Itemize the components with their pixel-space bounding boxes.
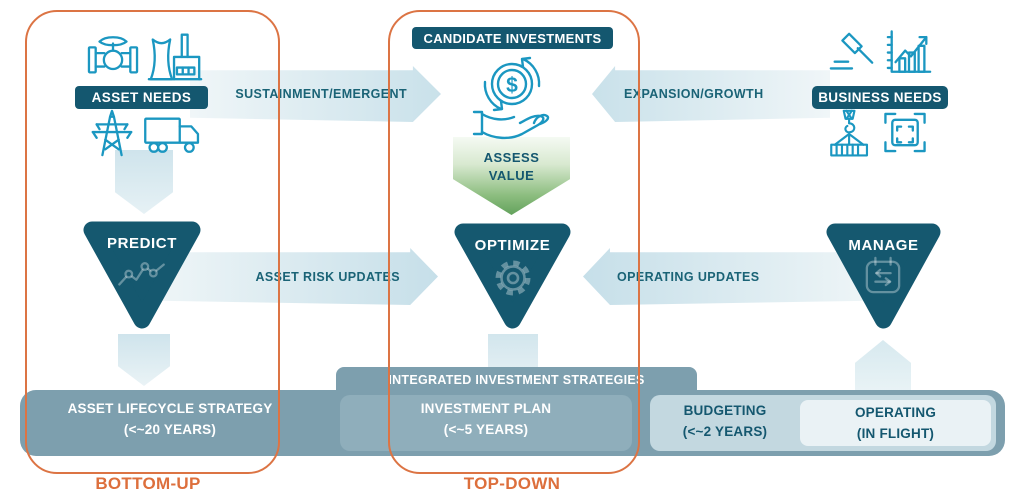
assess-line1: ASSESS: [483, 150, 540, 165]
funnel-triangle: [826, 223, 941, 329]
truck-icon: [144, 117, 200, 153]
integrated-strategies-label: INTEGRATED INVESTMENT STRATEGIES: [388, 373, 645, 387]
segment-line2: (<~2 YEARS): [682, 424, 768, 439]
trend-line-icon: [118, 262, 165, 286]
gear-icon: [495, 260, 531, 296]
growth-chart-icon: [886, 30, 932, 73]
operating-box: [800, 400, 991, 446]
segment-line1: BUDGETING: [683, 403, 767, 418]
gavel-icon: [829, 32, 874, 70]
arrow-asset-risk-updates: ASSET RISK UPDATES: [160, 248, 438, 305]
funnel-triangle: [83, 221, 201, 329]
segment-line1: ASSET LIFECYCLE STRATEGY: [67, 401, 273, 416]
asset-needs-badge: ASSET NEEDS: [75, 86, 208, 109]
optimize-label: OPTIMIZE: [474, 237, 551, 254]
candidate-investments-label: CANDIDATE INVESTMENTS: [423, 30, 602, 46]
asset-lifecycle-strategy-text: ASSET LIFECYCLE STRATEGY (<~20 YEARS): [30, 398, 310, 440]
manage-funnel: MANAGE: [820, 222, 947, 332]
arrow-label: OPERATING UPDATES: [617, 269, 760, 284]
hand-money-cycle-icon: $: [472, 56, 550, 140]
crane-container-icon: [830, 109, 869, 157]
asset-needs-label: ASSET NEEDS: [91, 90, 192, 105]
segment-line2: (<~20 YEARS): [123, 422, 217, 437]
arrow-label: SUSTAINMENT/EMERGENT: [235, 87, 407, 101]
arrow-expansion-growth: EXPANSION/GROWTH: [592, 66, 830, 122]
dollar-glyph: $: [506, 74, 518, 97]
arrow-sustainment-emergent: SUSTAINMENT/EMERGENT: [190, 66, 441, 122]
business-needs-label: BUSINESS NEEDS: [818, 90, 942, 105]
bottom-up-label: BOTTOM-UP: [95, 474, 201, 493]
business-needs-badge: BUSINESS NEEDS: [812, 86, 948, 109]
assess-line2: VALUE: [488, 168, 535, 183]
band-optimize-to-plan-icon: [488, 334, 538, 370]
integrated-strategies-tab: INTEGRATED INVESTMENT STRATEGIES: [336, 367, 697, 393]
operating-text: OPERATING (IN FLIGHT): [800, 402, 991, 444]
pipeline-valve-icon: [87, 36, 139, 74]
schedule-calendar-icon: [865, 256, 901, 294]
top-down-label: TOP-DOWN: [463, 474, 561, 493]
predict-label: PREDICT: [106, 235, 178, 252]
manage-label: MANAGE: [848, 237, 919, 254]
funnel-triangle: [454, 223, 571, 329]
optimize-funnel: OPTIMIZE: [448, 222, 577, 332]
arrow-down-assets-to-predict-icon: [115, 150, 173, 214]
arrow-down-predict-to-strategy-icon: [118, 334, 170, 386]
arrow-label: EXPANSION/GROWTH: [624, 87, 764, 101]
candidate-investments-badge: CANDIDATE INVESTMENTS: [412, 27, 613, 49]
segment-line2: (IN FLIGHT): [856, 426, 935, 441]
segment-line1: INVESTMENT PLAN: [420, 401, 552, 416]
segment-line1: OPERATING: [854, 405, 937, 420]
segment-line2: (<~5 YEARS): [443, 422, 529, 437]
budgeting-text: BUDGETING (<~2 YEARS): [650, 400, 800, 442]
predict-funnel: PREDICT: [77, 220, 207, 332]
scope-frame-icon: [884, 112, 926, 153]
investment-plan-text: INVESTMENT PLAN (<~5 YEARS): [340, 398, 632, 440]
arrow-up-bar-to-manage-icon: [855, 340, 911, 392]
power-plant-icon: [147, 33, 203, 81]
arrow-operating-updates: OPERATING UPDATES: [583, 248, 870, 305]
arrow-label: ASSET RISK UPDATES: [255, 269, 400, 284]
transmission-tower-icon: [91, 109, 133, 157]
